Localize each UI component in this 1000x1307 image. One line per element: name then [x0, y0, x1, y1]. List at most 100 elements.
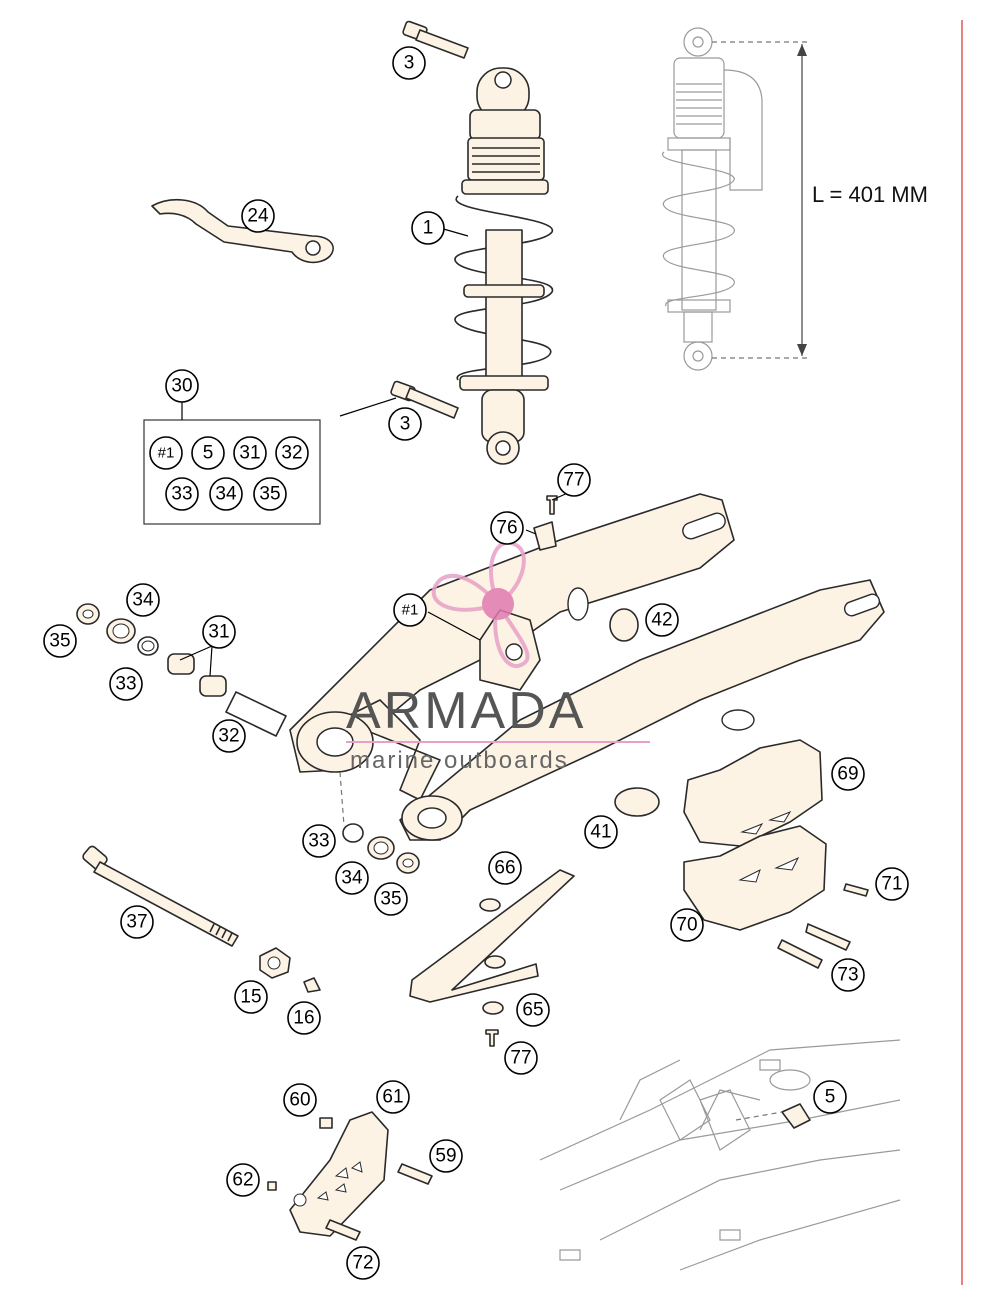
svg-text:3: 3 — [404, 53, 415, 74]
bushing-42 — [609, 608, 639, 642]
svg-text:76: 76 — [496, 518, 517, 539]
callout-66: 66 — [488, 851, 522, 885]
screw-60 — [319, 1117, 333, 1129]
swingarm — [289, 493, 885, 841]
svg-text:42: 42 — [651, 610, 672, 631]
svg-text:62: 62 — [232, 1170, 253, 1191]
bolt-72 — [325, 1219, 361, 1241]
kit-item-3: 31 — [233, 436, 267, 470]
callout-72: 72 — [346, 1246, 380, 1280]
svg-text:32: 32 — [281, 443, 302, 464]
svg-text:15: 15 — [240, 987, 261, 1008]
callout-60: 60 — [283, 1083, 317, 1117]
callout-76: 76 — [490, 511, 524, 545]
cap — [303, 977, 321, 993]
svg-text:72: 72 — [352, 1253, 373, 1274]
svg-text:34: 34 — [215, 484, 237, 505]
chain-guide-bracket — [289, 1111, 389, 1237]
svg-text:34: 34 — [341, 868, 363, 889]
callout-32: 32 — [212, 719, 246, 753]
svg-text:33: 33 — [308, 831, 329, 852]
kit-box — [143, 419, 321, 525]
callout-34-upper: 34 — [126, 583, 160, 617]
callout-37: 37 — [120, 905, 154, 939]
svg-text:35: 35 — [380, 889, 401, 910]
svg-text:35: 35 — [259, 484, 280, 505]
svg-text:31: 31 — [208, 622, 229, 643]
pivot-axle — [82, 845, 239, 947]
svg-text:#1: #1 — [158, 445, 175, 462]
callout-73: 73 — [831, 958, 865, 992]
kit-item-6: 34 — [209, 477, 243, 511]
svg-text:31: 31 — [239, 443, 260, 464]
svg-text:71: 71 — [881, 874, 902, 895]
bolt-59 — [397, 1163, 433, 1185]
svg-text:33: 33 — [171, 484, 192, 505]
svg-text:60: 60 — [289, 1090, 310, 1111]
callout-41: 41 — [584, 815, 618, 849]
svg-text:41: 41 — [590, 822, 611, 843]
svg-text:5: 5 — [203, 443, 214, 464]
screw-bottom — [485, 1029, 499, 1047]
callout-24: 24 — [241, 199, 275, 233]
callout-1: 1 — [411, 211, 445, 245]
callout-33-lower: 33 — [302, 824, 336, 858]
svg-text:73: 73 — [837, 965, 858, 986]
shock-absorber — [454, 67, 553, 465]
svg-text:66: 66 — [494, 858, 515, 879]
svg-text:30: 30 — [171, 376, 192, 397]
svg-text:37: 37 — [126, 912, 147, 933]
bearing-stack-lower — [342, 823, 420, 874]
watermark: ARMADA marine outboards — [346, 540, 650, 774]
bearing-stack — [76, 603, 287, 737]
svg-text:#1: #1 — [402, 602, 419, 619]
kit-item-7: 35 — [253, 477, 287, 511]
svg-text:77: 77 — [510, 1048, 531, 1069]
kit-item-5: 33 — [165, 477, 199, 511]
bolt-lower — [390, 380, 459, 419]
callout-33-upper: 33 — [109, 667, 143, 701]
callout-3-upper: 3 — [392, 46, 426, 80]
svg-text:1: 1 — [423, 218, 434, 239]
svg-text:32: 32 — [218, 726, 239, 747]
svg-text:34: 34 — [132, 590, 154, 611]
kit-item-4: 32 — [275, 436, 309, 470]
nut-5 — [781, 1103, 811, 1129]
hook-wrench — [151, 198, 334, 264]
svg-text:5: 5 — [825, 1087, 836, 1108]
callout-16: 16 — [287, 1001, 321, 1035]
watermark-subtitle: marine outboards — [350, 747, 569, 774]
chain-guide-upper — [683, 739, 823, 847]
svg-text:33: 33 — [115, 674, 136, 695]
svg-text:3: 3 — [400, 414, 411, 435]
callout-31: 31 — [202, 615, 236, 649]
propeller-logo — [431, 540, 530, 668]
callout-65: 65 — [516, 993, 550, 1027]
frame-sketch — [539, 1039, 901, 1271]
svg-text:16: 16 — [293, 1008, 314, 1029]
callout-34-lower: 34 — [335, 861, 369, 895]
pin-62 — [267, 1181, 277, 1191]
svg-text:59: 59 — [435, 1146, 456, 1167]
svg-text:24: 24 — [247, 206, 269, 227]
callout-77-bottom: 77 — [504, 1041, 538, 1075]
callout-30: 30 — [165, 369, 199, 403]
washer — [482, 1001, 504, 1015]
callout-35-upper: 35 — [43, 624, 77, 658]
callout-3-lower: 3 — [388, 407, 422, 441]
callout-35-lower: 35 — [374, 882, 408, 916]
callout-77-top: 77 — [557, 463, 591, 497]
callout-59: 59 — [429, 1139, 463, 1173]
svg-text:65: 65 — [522, 1000, 543, 1021]
callout-42: 42 — [645, 603, 679, 637]
shock-dimension-drawing — [661, 27, 810, 371]
callout-70: 70 — [670, 908, 704, 942]
callout-hash1: #1 — [393, 593, 427, 627]
bushing-41 — [614, 787, 660, 817]
callout-61: 61 — [376, 1080, 410, 1114]
svg-text:70: 70 — [676, 915, 697, 936]
svg-text:35: 35 — [49, 631, 70, 652]
clip — [533, 521, 557, 551]
kit-item-1: #1 — [149, 436, 183, 470]
